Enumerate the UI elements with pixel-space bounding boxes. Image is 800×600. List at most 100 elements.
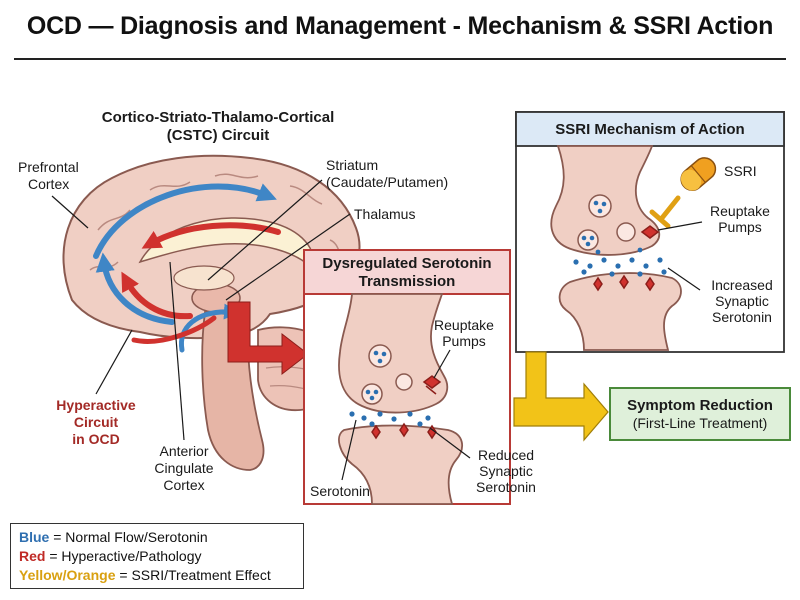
- cstc-heading: Cortico-Striato-Thalamo-Cortical: [102, 109, 335, 126]
- ssri-vesicle: [577, 229, 599, 251]
- legend-text-blue: = Normal Flow/Serotonin: [49, 529, 208, 545]
- ssri-header: [515, 111, 785, 147]
- normal-flow-arrows: [93, 183, 277, 353]
- title-divider: [14, 58, 786, 60]
- label-ssri-increased-2: Synaptic: [715, 293, 769, 309]
- label-prefrontal-2: Cortex: [28, 176, 69, 192]
- ssri-pill-icon: [680, 157, 717, 191]
- vesicle: [361, 383, 383, 405]
- serotonin-molecule: [601, 257, 607, 263]
- ssri-postsynaptic-terminal: [558, 272, 682, 351]
- leader-prefrontal: [51, 195, 89, 229]
- outcome-box: [609, 387, 791, 441]
- label-reduced-2: Synaptic: [479, 463, 533, 479]
- legend-row-blue: Blue = Normal Flow/Serotonin: [19, 528, 295, 547]
- label-reuptake-dys: Reuptake: [434, 317, 494, 333]
- label-serotonin: Serotonin: [310, 483, 370, 499]
- red-arrow-top: [141, 222, 281, 249]
- label-reduced-3: Serotonin: [476, 479, 536, 495]
- serotonin-molecule: [425, 415, 431, 421]
- brain-leader-lines: [51, 179, 351, 441]
- serotonin-molecule: [581, 269, 587, 275]
- ssri-title: SSRI Mechanism of Action: [555, 121, 744, 138]
- serotonin-molecule: [381, 351, 387, 357]
- leader-serotonin: [341, 419, 357, 481]
- serotonin-molecule: [581, 235, 587, 241]
- ssri-receptor: [645, 276, 655, 292]
- treatment-arrow: [513, 351, 609, 442]
- serotonin-molecule: [601, 201, 607, 207]
- serotonin-molecule: [361, 415, 367, 421]
- receptor: [399, 422, 409, 438]
- red-arrow-loop: [131, 315, 217, 344]
- legend-text-red: = Hyperactive/Pathology: [45, 548, 202, 564]
- leader-hyperactive: [95, 329, 133, 395]
- serotonin-molecule: [365, 389, 371, 395]
- label-ssri-reuptake: Reuptake: [710, 203, 770, 219]
- red-arrow-inner: [121, 271, 193, 320]
- legend-key-yellow: Yellow/Orange: [19, 567, 116, 583]
- dysregulated-panel: [303, 249, 511, 505]
- vesicle: [368, 344, 392, 368]
- leader-thalamus: [225, 213, 351, 301]
- ssri-vesicle: [616, 222, 636, 242]
- label-acc: Anterior: [159, 443, 208, 459]
- label-acc-2: Cingulate: [154, 460, 213, 476]
- serotonin-molecule: [661, 269, 667, 275]
- ssri-panel: [515, 111, 785, 353]
- cortex-gyri: [89, 173, 347, 271]
- cstc-heading-sub: (CSTC) Circuit: [167, 127, 270, 144]
- label-prefrontal: Prefrontal: [18, 159, 79, 175]
- ssri-receptor: [619, 274, 629, 290]
- serotonin-molecule: [643, 263, 649, 269]
- blue-arrow-front: [95, 252, 175, 325]
- serotonin-molecule: [629, 257, 635, 263]
- dysregulated-header: [303, 249, 511, 295]
- postsynaptic-terminal: [338, 424, 463, 505]
- legend-key-blue: Blue: [19, 529, 50, 545]
- serotonin-molecule: [349, 411, 355, 417]
- legend-row-red: Red = Hyperactive/Pathology: [19, 547, 295, 566]
- blue-arrow-outer-arc: [93, 183, 277, 259]
- label-ssri-reuptake-2: Pumps: [718, 219, 762, 235]
- leader-reuptake: [433, 349, 451, 379]
- outcome-title: Symptom Reduction: [627, 397, 773, 414]
- receptor: [371, 424, 381, 440]
- label-ssri-increased-3: Serotonin: [712, 309, 772, 325]
- vesicle: [395, 373, 413, 391]
- hyperactive-circuit-arrows: [121, 222, 309, 376]
- serotonin-molecule: [369, 395, 375, 401]
- serotonin-molecule: [597, 208, 603, 214]
- ssri-blocked-pump: [640, 225, 660, 239]
- leader-acc: [169, 261, 185, 441]
- legend-row-yellow: Yellow/Orange = SSRI/Treatment Effect: [19, 566, 295, 585]
- serotonin-molecule: [573, 259, 579, 265]
- label-reuptake-dys-2: Pumps: [442, 333, 486, 349]
- ssri-blocker: [649, 195, 681, 229]
- color-legend: Blue = Normal Flow/Serotonin Red = Hyper…: [10, 523, 304, 589]
- label-striatum: Striatum: [326, 157, 378, 173]
- serotonin-molecule: [377, 411, 383, 417]
- outcome-subtitle: (First-Line Treatment): [633, 415, 768, 431]
- page-title: OCD — Diagnosis and Management - Mechani…: [26, 12, 774, 40]
- serotonin-molecule: [377, 358, 383, 364]
- serotonin-molecule: [373, 350, 379, 356]
- dysregulated-title-2: Transmission: [359, 273, 456, 290]
- label-ssri-drug: SSRI: [724, 163, 757, 179]
- serotonin-molecule: [391, 416, 397, 422]
- label-thalamus: Thalamus: [354, 206, 415, 222]
- label-hyperactive-2: Circuit: [74, 414, 119, 430]
- serotonin-molecule: [373, 389, 379, 395]
- serotonin-molecule: [609, 271, 615, 277]
- ssri-receptor: [593, 276, 603, 292]
- label-acc-3: Cortex: [163, 477, 204, 493]
- reuptake-pump: [422, 375, 442, 395]
- brainstem: [201, 311, 265, 471]
- label-ssri-increased: Increased: [711, 277, 772, 293]
- serotonin-molecule: [595, 249, 601, 255]
- serotonin-molecule: [637, 271, 643, 277]
- serotonin-molecule: [637, 247, 643, 253]
- label-hyperactive: Hyperactive: [56, 397, 136, 413]
- serotonin-molecule: [589, 235, 595, 241]
